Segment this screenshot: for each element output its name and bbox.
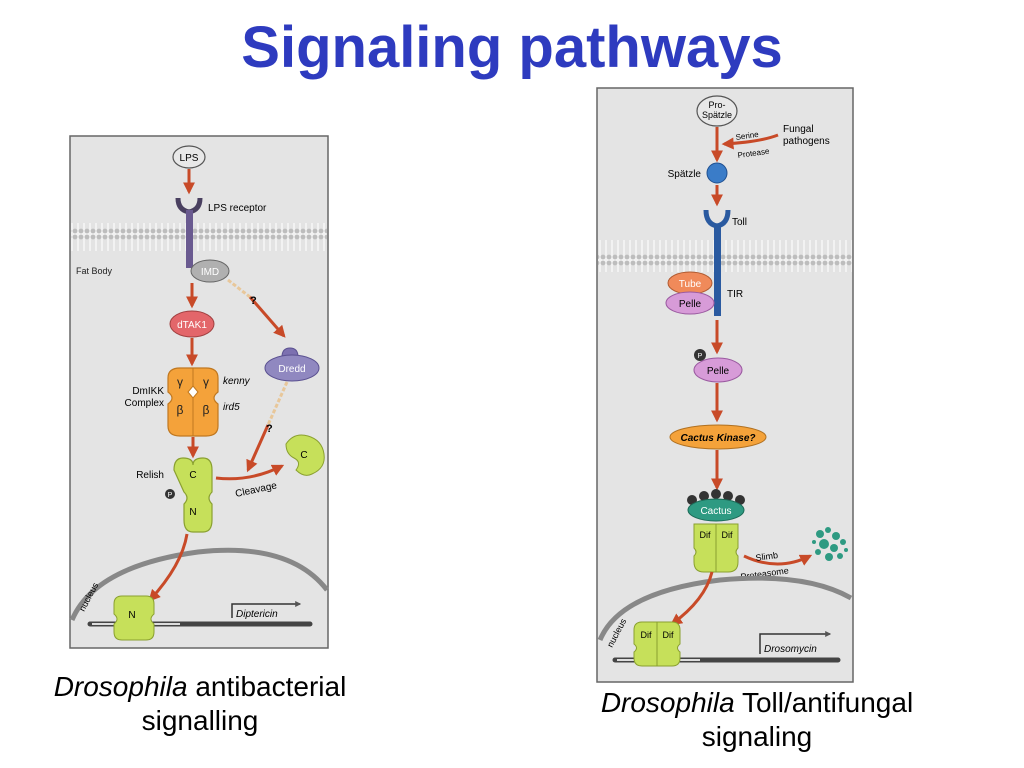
pelle-phospho-label: P — [698, 353, 703, 360]
serine-label-line1: Serine — [735, 130, 760, 142]
dredd-label: Dredd — [278, 364, 305, 375]
fungal-label-line2: pathogens — [783, 136, 830, 147]
drosomycin-promoter-arrow — [759, 631, 832, 654]
pelle-label: Pelle — [707, 366, 730, 377]
nuclear-relish-shape — [113, 595, 155, 641]
cleaved-c-label: C — [300, 450, 307, 461]
antibacterial-pathway-diagram: Fat Body LPS LPS receptor IMD ? dTAK1 Dr… — [69, 135, 329, 649]
dredd-to-cleavage-arrow — [246, 424, 270, 473]
cactus-kinase-label: Cactus Kinase? — [680, 433, 755, 444]
ikk-beta-1: β — [177, 403, 184, 417]
toll-label: Toll — [732, 217, 747, 228]
slide-title: Signaling pathways — [241, 15, 783, 80]
relish-to-nucleus-arrow — [148, 533, 189, 602]
serine-label-line2: Protease — [737, 147, 771, 160]
cactus-label: Cactus — [700, 506, 731, 517]
nuclear-dif-label-2: Dif — [663, 630, 674, 640]
cactus-node — [687, 498, 745, 522]
dmikk-label-line1: DmIKK — [132, 386, 164, 397]
relish-c-label: C — [189, 470, 196, 481]
left-caption-italic: Drosophila — [53, 671, 188, 702]
ikk-diamond — [187, 385, 199, 399]
relish-phospho-circle — [165, 489, 175, 499]
drosomycin-label: Drosomycin — [764, 644, 817, 655]
lps-receptor-label: LPS receptor — [208, 203, 267, 214]
right-caption-rest: Toll/antifungal — [734, 687, 914, 718]
pelle-phospho-circle — [694, 349, 706, 361]
pelle-membrane-label: Pelle — [679, 299, 702, 310]
dtak1-label: dTAK1 — [177, 320, 207, 331]
lps-receptor-stalk — [186, 210, 193, 268]
right-caption-italic: Drosophila — [600, 687, 735, 718]
left-caption: Drosophila antibacterial signalling — [10, 670, 390, 738]
ikk-gamma-1: γ — [177, 375, 183, 389]
imd-label: IMD — [201, 267, 219, 278]
spatzle-label: Spätzle — [668, 169, 702, 180]
right-cell-membrane — [598, 240, 852, 272]
left-cell-membrane — [71, 223, 327, 251]
dif-label-1: Dif — [700, 530, 711, 540]
dtak1-node — [169, 310, 215, 338]
slimb-label: Slimb — [755, 550, 779, 563]
dredd-node — [264, 354, 320, 382]
dmikk-label-line2: Complex — [125, 398, 164, 409]
pro-spatzle-line1: Pro- — [708, 100, 725, 110]
imd-to-dredd-arrow — [248, 296, 286, 338]
fat-body-label: Fat Body — [76, 266, 113, 276]
pelle-membrane-node — [665, 291, 715, 315]
pelle-node — [693, 357, 743, 383]
cleavage-arrow — [215, 464, 285, 481]
proteasome-arrow — [743, 554, 813, 566]
cleaved-c-fragment — [285, 434, 325, 476]
relish-n-label: N — [189, 507, 196, 518]
ikk-gamma-2: γ — [203, 375, 209, 389]
nuclear-dif-label-1: Dif — [641, 630, 652, 640]
toll-receptor-stalk — [714, 224, 721, 316]
pro-spatzle-node — [696, 95, 738, 127]
relish-shape — [173, 457, 213, 533]
tube-label: Tube — [679, 279, 702, 290]
relish-phospho-label: P — [168, 492, 173, 499]
right-caption-line2: signaling — [701, 721, 813, 752]
spatzle-node — [706, 162, 728, 184]
tir-label: TIR — [727, 289, 743, 300]
imd-node — [190, 259, 230, 283]
left-caption-line2: signalling — [141, 705, 259, 736]
diptericin-label: Diptericin — [236, 609, 278, 620]
left-nucleus-membrane — [69, 547, 329, 622]
cactus-kinase-node — [669, 424, 767, 450]
degraded-cactus-fragments — [812, 527, 848, 561]
ird5-label: ird5 — [223, 402, 240, 413]
relish-label: Relish — [136, 470, 164, 481]
question-mark-2: ? — [266, 423, 273, 435]
right-caption: Drosophila Toll/antifungal signaling — [552, 686, 962, 754]
fungal-protease-arrow — [721, 133, 779, 150]
dredd-dashed-line — [266, 381, 289, 426]
lps-node — [172, 145, 206, 169]
diptericin-promoter-arrow — [231, 601, 302, 618]
question-mark-1: ? — [250, 295, 257, 307]
dif-label-2: Dif — [722, 530, 733, 540]
imd-to-dredd-dashed — [227, 278, 251, 299]
left-caption-rest: antibacterial — [187, 671, 347, 702]
fungal-label-line1: Fungal — [783, 124, 814, 135]
right-nucleus-membrane — [597, 575, 853, 642]
pro-spatzle-line2: Spätzle — [702, 110, 732, 120]
toll-pathway-diagram: Pro- Spätzle Serine Protease Fungal path… — [596, 87, 854, 683]
nuclear-n-label: N — [128, 610, 135, 621]
lps-label: LPS — [180, 153, 199, 164]
kenny-label: kenny — [223, 376, 251, 387]
dif-to-nucleus-arrow — [670, 571, 714, 626]
ikk-beta-2: β — [203, 403, 210, 417]
